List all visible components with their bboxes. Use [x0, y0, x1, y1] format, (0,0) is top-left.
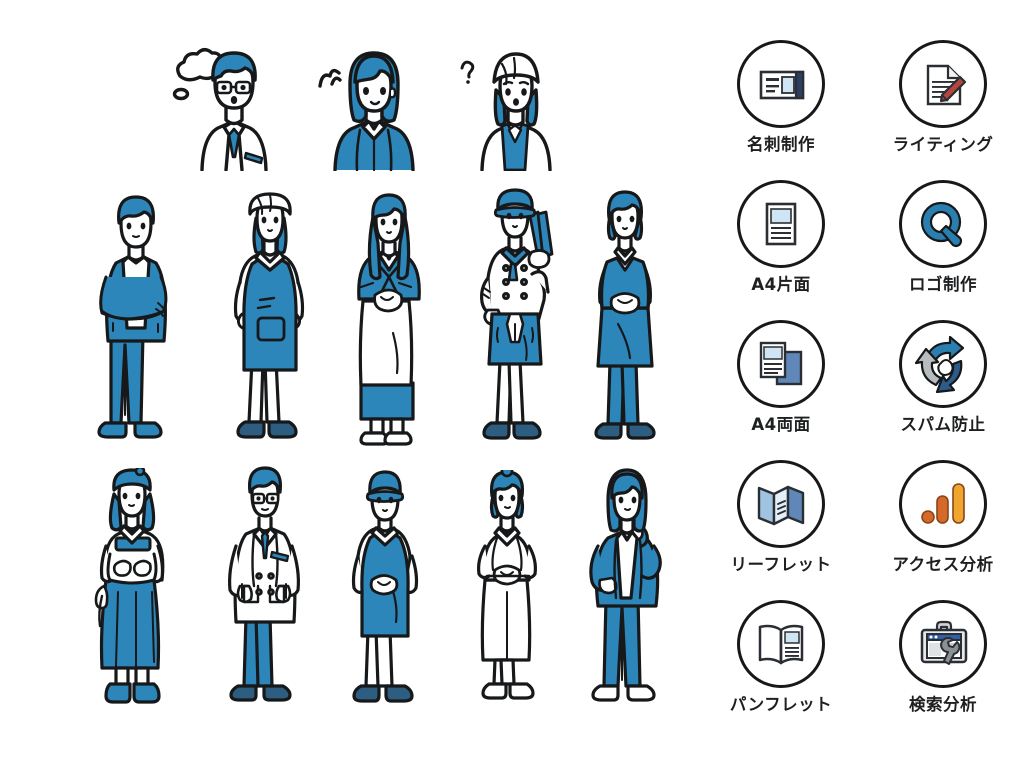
icon-label: ロゴ制作 — [909, 275, 977, 294]
folded-map-icon[interactable] — [737, 460, 825, 548]
icon-label: A4両面 — [751, 415, 811, 434]
logo-q-mark-icon[interactable] — [899, 180, 987, 268]
icon-cell-leaflet[interactable]: リーフレット — [700, 458, 862, 598]
open-book-icon[interactable] — [737, 600, 825, 688]
businessman-glasses-bust — [168, 46, 298, 171]
icon-cell-logo[interactable]: ロゴ制作 — [862, 178, 1024, 318]
icon-label: 検索分析 — [909, 695, 977, 714]
waiter-cap-menus — [458, 186, 574, 456]
staff-woman-vest-apron — [576, 190, 682, 455]
toolbox-wrench-icon[interactable] — [899, 600, 987, 688]
icon-label: ライティング — [892, 135, 994, 154]
two-pages-icon[interactable] — [737, 320, 825, 408]
document-pencil-icon[interactable] — [899, 40, 987, 128]
cafe-woman-beret-tray — [78, 468, 194, 718]
icon-cell-spam[interactable]: スパム防止 — [862, 318, 1024, 458]
business-card-icon[interactable] — [737, 40, 825, 128]
icon-label: A4片面 — [751, 275, 811, 294]
icon-cell-a4-single[interactable]: A4片面 — [700, 178, 862, 318]
icon-cell-search-analytics[interactable]: 検索分析 — [862, 598, 1024, 738]
character-illustrations — [78, 46, 686, 718]
icon-cell-a4-double[interactable]: A4両面 — [700, 318, 862, 458]
single-page-icon[interactable] — [737, 180, 825, 268]
icon-label: スパム防止 — [900, 415, 986, 434]
bar-chart-icon[interactable] — [899, 460, 987, 548]
icon-cell-pamphlet[interactable]: パンフレット — [700, 598, 862, 738]
casual-man-arms-crossed — [78, 193, 194, 455]
icon-label: 名刺制作 — [747, 135, 815, 154]
icon-cell-writing[interactable]: ライティング — [862, 38, 1024, 178]
businesswoman-suit-hand-on-hip — [570, 468, 686, 718]
service-icon-grid: 名刺制作 ライティング — [700, 38, 1024, 738]
icon-label: アクセス分析 — [892, 555, 994, 574]
cook-woman-apron-hat — [212, 190, 328, 455]
cook-bandana-bust — [452, 46, 582, 171]
icon-cell-business-card[interactable]: 名刺制作 — [700, 38, 862, 178]
icon-label: パンフレット — [729, 695, 833, 714]
icon-label: リーフレット — [730, 555, 832, 574]
shop-man-cap-apron — [332, 470, 442, 718]
icon-cell-analytics[interactable]: アクセス分析 — [862, 458, 1024, 598]
doctor-man-labcoat — [208, 466, 324, 718]
nurse-woman-white-uniform — [455, 470, 561, 718]
kimono-woman-apron — [335, 193, 441, 455]
recycle-arrows-icon[interactable] — [899, 320, 987, 408]
businesswoman-bob-bust — [310, 46, 440, 171]
